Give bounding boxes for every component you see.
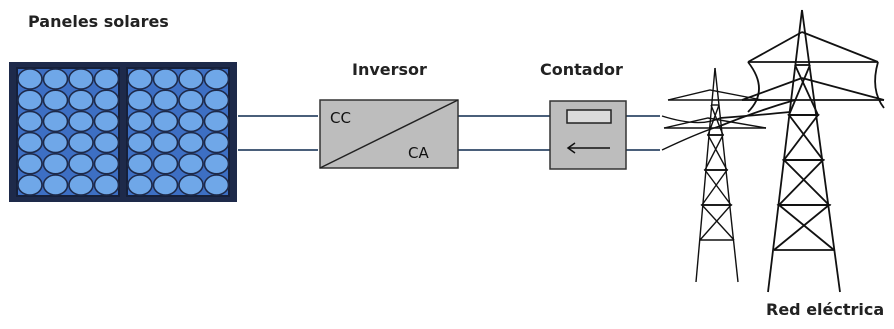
solar-cell: [178, 110, 204, 133]
grid-label: Red eléctrica: [766, 300, 885, 319]
solar-cell: [127, 131, 153, 154]
solar-cells: [17, 68, 230, 196]
solar-cell: [178, 131, 204, 154]
solar-cell: [152, 131, 179, 154]
solar-cell: [203, 68, 230, 90]
solar-cell: [68, 153, 94, 175]
solar-cell: [152, 68, 179, 90]
solar-cell: [17, 131, 43, 154]
solar-cell: [93, 153, 120, 175]
solar-panels-label: Paneles solares: [28, 12, 169, 31]
connection-lines: [238, 115, 660, 151]
inverter-diagonal: [319, 99, 459, 169]
solar-cell: [127, 174, 153, 196]
solar-cell: [68, 131, 94, 154]
solar-panels: [9, 62, 237, 202]
solar-cell: [68, 110, 94, 133]
solar-cell: [17, 68, 43, 90]
solar-cell: [17, 89, 43, 111]
solar-cell: [203, 153, 230, 175]
solar-cell: [68, 68, 94, 90]
solar-cell: [93, 89, 120, 111]
solar-cell: [178, 89, 204, 111]
solar-cell: [42, 153, 69, 175]
solar-cell: [127, 153, 153, 175]
solar-cell: [178, 153, 204, 175]
meter-label: Contador: [540, 60, 623, 79]
solar-cell: [42, 68, 69, 90]
solar-cell: [93, 110, 120, 133]
inverter-dc-label: CC: [330, 109, 351, 127]
solar-cell: [203, 174, 230, 196]
solar-cell: [127, 110, 153, 133]
inverter-ac-label: CA: [408, 144, 429, 162]
solar-cell: [203, 89, 230, 111]
solar-cell: [127, 68, 153, 90]
solar-panel-right: [126, 67, 230, 197]
solar-cell: [42, 174, 69, 196]
solar-cell: [17, 174, 43, 196]
solar-cell: [17, 153, 43, 175]
inverter-box: CC CA: [319, 99, 459, 169]
solar-cell: [178, 68, 204, 90]
solar-cell: [42, 131, 69, 154]
solar-cell: [68, 89, 94, 111]
solar-cell: [42, 110, 69, 133]
solar-cell: [203, 131, 230, 154]
solar-cell: [203, 110, 230, 133]
solar-cell: [152, 153, 179, 175]
solar-cell: [93, 174, 120, 196]
solar-cell: [152, 89, 179, 111]
solar-cell: [68, 174, 94, 196]
solar-cell: [178, 174, 204, 196]
inverter-label: Inversor: [352, 60, 427, 79]
solar-cell: [17, 110, 43, 133]
solar-panel-left: [16, 67, 120, 197]
solar-cell: [127, 89, 153, 111]
meter-display: [566, 109, 612, 124]
solar-cell: [93, 131, 120, 154]
solar-cell: [152, 110, 179, 133]
arrow-left-icon: [566, 142, 610, 154]
solar-cell: [93, 68, 120, 90]
meter-box: [549, 100, 627, 170]
solar-cell: [152, 174, 179, 196]
transmission-tower-right: [719, 9, 885, 293]
solar-cell: [42, 89, 69, 111]
